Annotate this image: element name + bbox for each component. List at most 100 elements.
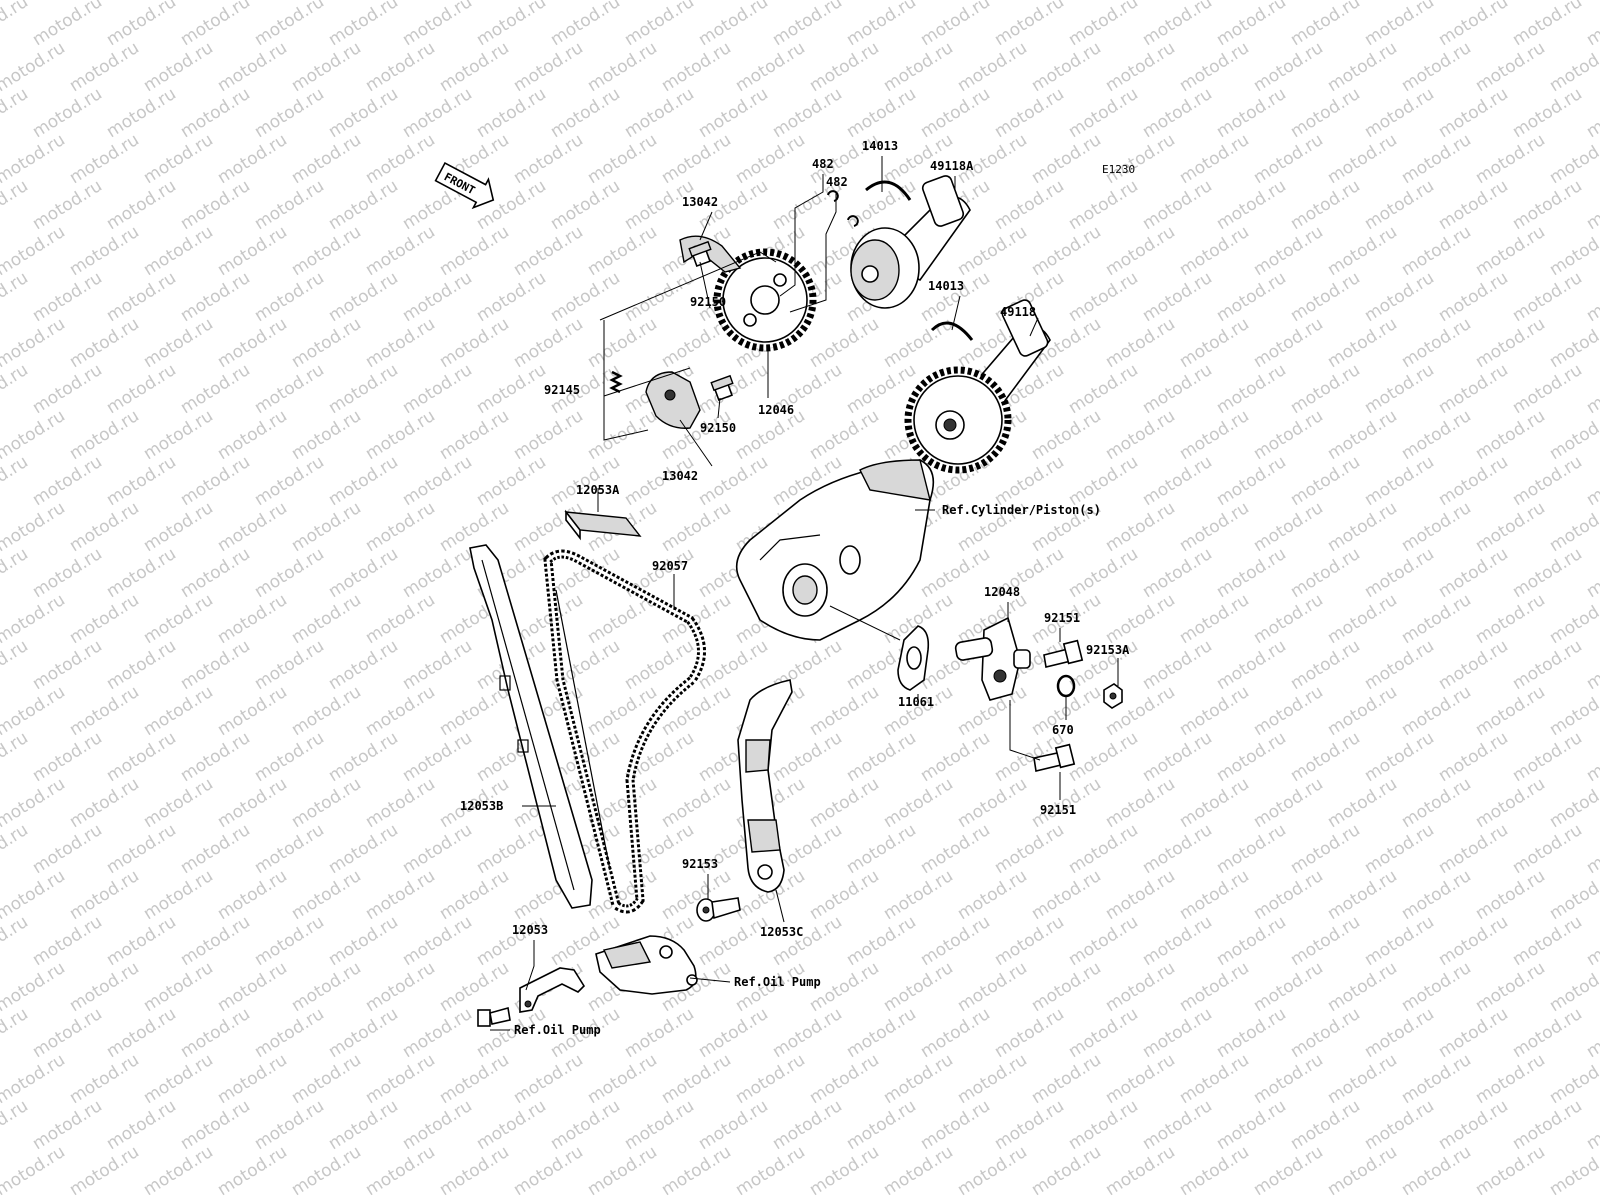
watermark-text: motod.ru xyxy=(917,84,994,142)
watermark-text: motod.ru xyxy=(621,1004,698,1062)
watermark-text: motod.ru xyxy=(399,544,476,602)
watermark-text: motod.ru xyxy=(251,636,328,694)
watermark-text: motod.ru xyxy=(917,820,994,878)
watermark-text: motod.ru xyxy=(1065,728,1142,786)
watermark-text: motod.ru xyxy=(436,1142,513,1200)
watermark-text: motod.ru xyxy=(1435,728,1512,786)
watermark-text: motod.ru xyxy=(991,84,1068,142)
watermark-text: motod.ru xyxy=(1472,130,1549,188)
watermark-text: motod.ru xyxy=(769,1096,846,1154)
watermark-text: motod.ru xyxy=(1361,452,1438,510)
part-labels: 482 482 14013 49118A 13042 92150 14013 4… xyxy=(460,139,1130,1037)
watermark-text: motod.ru xyxy=(288,774,365,832)
watermark-text: motod.ru xyxy=(214,314,291,372)
watermark-text: motod.ru xyxy=(436,1050,513,1108)
watermark-text: motod.ru xyxy=(1213,820,1290,878)
watermark-text: motod.ru xyxy=(1287,636,1364,694)
watermark-text: motod.ru xyxy=(66,590,143,648)
watermark-text: motod.ru xyxy=(362,222,439,280)
watermark-text: motod.ru xyxy=(473,360,550,418)
watermark-text: motod.ru xyxy=(1250,130,1327,188)
watermark-text: motod.ru xyxy=(0,1050,69,1108)
watermark-text: motod.ru xyxy=(399,1096,476,1154)
watermark-text: motod.ru xyxy=(1028,1050,1105,1108)
watermark-text: motod.ru xyxy=(362,406,439,464)
watermark-text: motod.ru xyxy=(1509,176,1586,234)
watermark-text: motod.ru xyxy=(1398,590,1475,648)
watermark-text: motod.ru xyxy=(288,406,365,464)
watermark-text: motod.ru xyxy=(214,222,291,280)
watermark-text: motod.ru xyxy=(251,1004,328,1062)
watermark-text: motod.ru xyxy=(362,1142,439,1200)
watermark-text: motod.ru xyxy=(214,590,291,648)
watermark-text: motod.ru xyxy=(991,1004,1068,1062)
watermark-text: motod.ru xyxy=(1361,636,1438,694)
watermark-text: motod.ru xyxy=(880,38,957,96)
watermark-text: motod.ru xyxy=(29,360,106,418)
watermark-text: motod.ru xyxy=(29,176,106,234)
watermark-text: motod.ru xyxy=(954,958,1031,1016)
watermark-text: motod.ru xyxy=(547,176,624,234)
watermark-text: motod.ru xyxy=(362,774,439,832)
watermark-text: motod.ru xyxy=(103,1096,180,1154)
watermark-text: motod.ru xyxy=(362,958,439,1016)
watermark-text: motod.ru xyxy=(1472,682,1549,740)
watermark-text: motod.ru xyxy=(1509,544,1586,602)
watermark-text: motod.ru xyxy=(0,682,69,740)
watermark-text: motod.ru xyxy=(1287,452,1364,510)
ref-oil-pump xyxy=(595,935,698,995)
watermark-text: motod.ru xyxy=(0,1142,69,1200)
watermark-text: motod.ru xyxy=(695,452,772,510)
watermark-text: motod.ru xyxy=(1472,1142,1549,1200)
watermark-text: motod.ru xyxy=(66,130,143,188)
watermark-text: motod.ru xyxy=(103,268,180,326)
label-14013-b: 14013 xyxy=(928,279,964,293)
watermark-text: motod.ru xyxy=(140,1142,217,1200)
watermark-text: motod.ru xyxy=(1176,38,1253,96)
label-92153A: 92153A xyxy=(1086,643,1130,657)
watermark-text: motod.ru xyxy=(1250,1142,1327,1200)
part-12048-chain-tensioner xyxy=(954,616,1031,701)
watermark-text: motod.ru xyxy=(621,268,698,326)
watermark-text: motod.ru xyxy=(0,0,32,50)
watermark-text: motod.ru xyxy=(214,498,291,556)
watermark-text: motod.ru xyxy=(1250,314,1327,372)
watermark-text: motod.ru xyxy=(1472,774,1549,832)
watermark-text: motod.ru xyxy=(1139,728,1216,786)
watermark-text: motod.ru xyxy=(991,1096,1068,1154)
watermark-text: motod.ru xyxy=(917,1096,994,1154)
watermark-text: motod.ru xyxy=(1213,1004,1290,1062)
watermark-text: motod.ru xyxy=(695,1096,772,1154)
watermark-text: motod.ru xyxy=(1398,406,1475,464)
watermark-text: motod.ru xyxy=(547,0,624,50)
part-49118-camshaft xyxy=(904,299,1051,474)
watermark-text: motod.ru xyxy=(584,1050,661,1108)
label-ref-oil-pump-1: Ref.Oil Pump xyxy=(734,975,821,989)
watermark-text: motod.ru xyxy=(103,1004,180,1062)
watermark-text: motod.ru xyxy=(1139,268,1216,326)
watermark-text: motod.ru xyxy=(66,222,143,280)
watermark-text: motod.ru xyxy=(251,360,328,418)
watermark-text: motod.ru xyxy=(1509,636,1586,694)
watermark-text: motod.ru xyxy=(1250,1050,1327,1108)
watermark-text: motod.ru xyxy=(1287,728,1364,786)
watermark-text: motod.ru xyxy=(1361,912,1438,970)
watermark-text: motod.ru xyxy=(621,84,698,142)
watermark-text: motod.ru xyxy=(658,1142,735,1200)
watermark-text: motod.ru xyxy=(1583,84,1600,142)
watermark-text: motod.ru xyxy=(1028,406,1105,464)
watermark-text: motod.ru xyxy=(1324,498,1401,556)
label-482-a: 482 xyxy=(812,157,834,171)
watermark-text: motod.ru xyxy=(214,1050,291,1108)
watermark-text: motod.ru xyxy=(140,222,217,280)
label-12046: 12046 xyxy=(758,403,794,417)
watermark-text: motod.ru xyxy=(1139,452,1216,510)
watermark-text: motod.ru xyxy=(362,1050,439,1108)
watermark-text: motod.ru xyxy=(1028,1142,1105,1200)
watermark-text: motod.ru xyxy=(177,1096,254,1154)
watermark-text: motod.ru xyxy=(806,774,883,832)
watermark-text: motod.ru xyxy=(1435,912,1512,970)
watermark-text: motod.ru xyxy=(510,1142,587,1200)
watermark-text: motod.ru xyxy=(1102,406,1179,464)
watermark-text: motod.ru xyxy=(325,360,402,418)
